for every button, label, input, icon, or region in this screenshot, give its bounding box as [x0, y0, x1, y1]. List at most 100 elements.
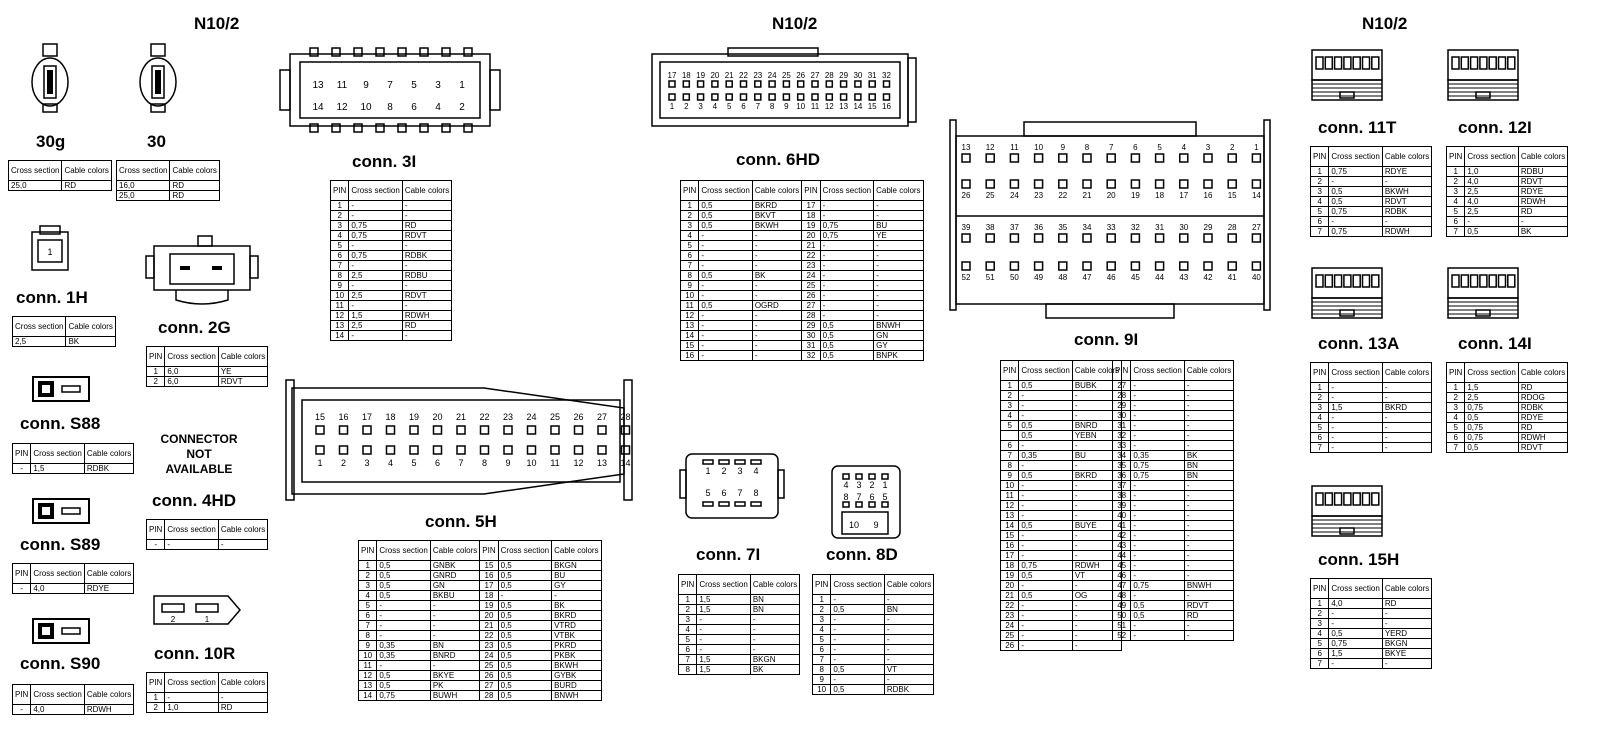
- pin-number: 6: [435, 458, 440, 468]
- table-cell: 23: [479, 640, 499, 651]
- connector-face: [659, 61, 901, 119]
- pin-cavity: [1507, 274, 1516, 288]
- table-cell: -: [1183, 420, 1235, 431]
- column-header: Cross section: [30, 443, 85, 464]
- table-cell: BKWH: [751, 220, 803, 231]
- column-header: Cross section: [698, 180, 753, 201]
- table-cell: 9: [679, 280, 700, 291]
- table-row: 15--: [999, 530, 1123, 541]
- table-row: 46--: [1111, 570, 1235, 581]
- table-cell: -: [1130, 520, 1185, 531]
- pin-cavity: [1009, 179, 1020, 189]
- table-row: 4--: [677, 624, 801, 635]
- pin-cavity: [1451, 274, 1460, 288]
- table-cell: 0,35: [1130, 450, 1185, 461]
- pin-cavity: [754, 80, 762, 88]
- table-cell: 4,0: [1464, 176, 1519, 187]
- column-header: PIN: [811, 574, 832, 595]
- table-cell: -: [1183, 590, 1235, 601]
- table-cell: 0,75: [819, 230, 875, 241]
- table-cell: -: [1130, 410, 1185, 421]
- pin-number: 22: [479, 412, 489, 422]
- pin-number: 16: [882, 102, 891, 111]
- table-cell: BKWH: [1381, 186, 1433, 197]
- table-cell: -: [696, 614, 751, 625]
- connector-11t-drawing: [1311, 49, 1383, 101]
- table-row: 11--: [329, 300, 453, 311]
- pin-number: 2: [459, 102, 465, 113]
- pin-cavity: [961, 261, 971, 271]
- table-cell: 2: [1309, 608, 1330, 619]
- table-cell: 7: [679, 260, 700, 271]
- connector-7i-label: conn. 7I: [696, 545, 761, 564]
- table-cell: 5: [1445, 206, 1466, 217]
- top-latch: [727, 47, 819, 57]
- pin-cavity: [597, 445, 607, 455]
- table-cell: -: [1183, 530, 1235, 541]
- table-cell: 1,5: [696, 594, 751, 605]
- pin-cavity: [1082, 233, 1092, 243]
- table-cell: BN: [749, 594, 801, 605]
- column-header: Cross section: [1328, 146, 1383, 167]
- top-tab: [463, 47, 473, 57]
- table-cell: -: [819, 210, 875, 221]
- pin-cavity: [315, 425, 325, 435]
- table-cell: -: [1130, 380, 1185, 391]
- table-cell: 24: [801, 270, 821, 281]
- table-cell: 3: [1445, 186, 1466, 197]
- pin-cavity: [1154, 153, 1165, 163]
- table-cell: 44: [1111, 550, 1132, 561]
- table-cell: 0,5: [698, 200, 753, 211]
- table-cell: -: [348, 200, 403, 211]
- table-cell: -: [348, 260, 403, 271]
- table-cell: 21: [801, 240, 821, 251]
- terminal-30-drawing: [139, 43, 177, 113]
- pin-number: 29: [839, 71, 848, 80]
- connector-3i-label: conn. 3I: [352, 152, 417, 171]
- table-cell: 6: [1309, 216, 1330, 227]
- pin-cavity: [1203, 233, 1213, 243]
- pin-number: 26: [796, 71, 805, 80]
- pin-number: 39: [962, 223, 971, 232]
- table-cell: 28: [1111, 390, 1132, 401]
- column-header: PIN: [1445, 362, 1466, 383]
- pin-number: 36: [1034, 223, 1043, 232]
- table-cell: BK: [749, 664, 801, 675]
- table-cell: -: [348, 300, 403, 311]
- table-cell: OGRD: [751, 300, 803, 311]
- pin-cavity: [456, 425, 466, 435]
- table-cell: BK: [65, 336, 116, 347]
- column-header: PIN: [11, 443, 32, 464]
- column-header: Cross section: [819, 180, 875, 201]
- pin-cavity: [1130, 153, 1141, 163]
- table-cell: -: [1183, 620, 1235, 631]
- connector-2g-drawing: [145, 235, 259, 305]
- table-cell: 1,5: [348, 310, 403, 321]
- table-cell: 0,5: [497, 640, 553, 651]
- table-cell: -: [1018, 490, 1073, 501]
- table-cell: 8: [999, 460, 1020, 471]
- table-row: 28--: [1111, 390, 1235, 401]
- table-cell: -: [751, 350, 803, 361]
- table-cell: -: [376, 660, 431, 671]
- column-header: Cross section: [164, 346, 219, 367]
- table-cell: 4: [1309, 412, 1330, 423]
- table-cell: -: [1130, 510, 1185, 521]
- top-tab: [353, 47, 363, 57]
- table-cell: 2: [145, 702, 166, 713]
- pin-cavity: [1315, 56, 1324, 70]
